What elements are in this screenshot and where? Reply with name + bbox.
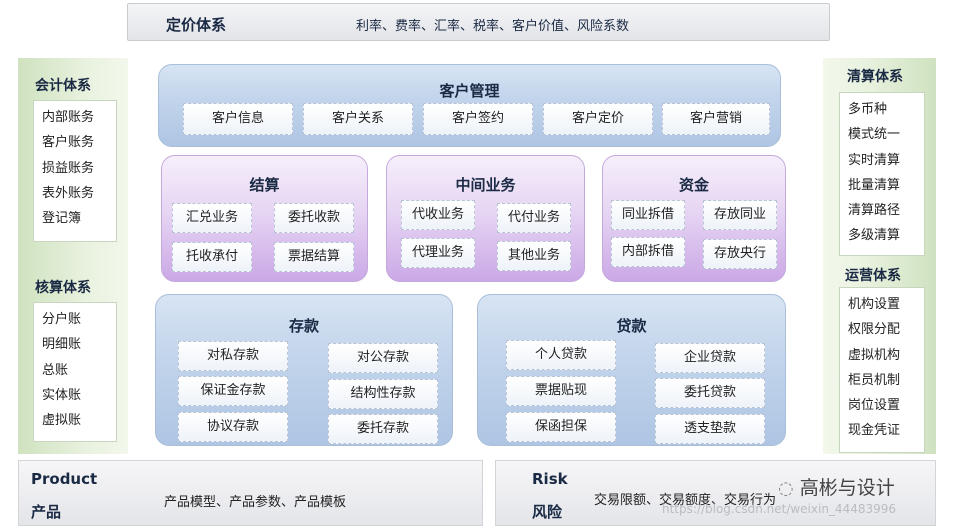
settlement-chip: 汇兑业务: [172, 203, 252, 233]
operations-item: 柜员机制: [848, 372, 901, 388]
loan-chip: 企业贷款: [655, 343, 765, 373]
intermediary-title: 中间业务: [455, 176, 516, 194]
pricing-band: 定价体系 利率、费率、汇率、税率、客户价值、风险系数: [127, 3, 830, 41]
deposit-chip: 协议存款: [178, 412, 288, 442]
accounting-list: 内部账务 客户账务 损益账务 表外账务 登记簿: [33, 100, 117, 242]
customer-chip: 客户定价: [543, 103, 653, 135]
intermediary-chip: 代付业务: [497, 203, 571, 233]
accounting-title: 会计体系: [35, 78, 91, 94]
settlement-chip: 委托收款: [274, 203, 354, 233]
funds-chip: 内部拆借: [611, 237, 685, 267]
operations-item: 岗位设置: [848, 398, 901, 414]
intermediary-chip: 其他业务: [497, 241, 571, 271]
funds-chip: 存放同业: [703, 200, 777, 230]
deposit-title: 存款: [288, 317, 319, 335]
customer-chip: 客户关系: [303, 103, 413, 135]
wechat-icon: ◌: [778, 478, 794, 499]
costing-title: 核算体系: [35, 280, 91, 296]
operations-item: 权限分配: [848, 322, 901, 338]
risk-title-cn: 风险: [532, 503, 563, 521]
funds-chip: 同业拆借: [611, 200, 685, 230]
accounting-item: 客户账务: [42, 135, 95, 151]
deposit-chip: 保证金存款: [178, 376, 288, 406]
left-panel: 会计体系 内部账务 客户账务 损益账务 表外账务 登记簿 核算体系 分户账 明细…: [18, 58, 128, 454]
clearing-item: 清算路径: [848, 203, 901, 219]
intermediary-chip: 代收业务: [401, 200, 475, 230]
loan-chip: 保函担保: [506, 412, 616, 442]
loan-chip: 票据贴现: [506, 376, 616, 406]
settlement-chip: 托收承付: [172, 242, 252, 272]
loan-chip: 委托贷款: [655, 378, 765, 408]
pricing-items: 利率、费率、汇率、税率、客户价值、风险系数: [356, 19, 630, 34]
customer-chip: 客户信息: [183, 103, 293, 135]
clearing-item: 模式统一: [848, 127, 901, 143]
deposit-box: 存款 对私存款 对公存款 保证金存款 结构性存款 协议存款 委托存款: [155, 294, 453, 446]
settlement-box: 结算 汇兑业务 委托收款 托收承付 票据结算: [161, 155, 368, 282]
funds-title: 资金: [678, 176, 709, 194]
accounting-item: 登记簿: [42, 211, 82, 227]
watermark-url: https://blog.csdn.net/weixin_44483996: [662, 502, 897, 516]
costing-item: 虚拟账: [42, 413, 82, 429]
costing-item: 实体账: [42, 387, 82, 403]
product-items: 产品模型、产品参数、产品模板: [164, 495, 347, 510]
operations-item: 机构设置: [848, 297, 901, 312]
deposit-chip: 结构性存款: [328, 379, 438, 409]
accounting-item: 损益账务: [42, 160, 95, 176]
loan-box: 贷款 个人贷款 企业贷款 票据贴现 委托贷款 保函担保 透支垫款: [477, 294, 786, 446]
costing-list: 分户账 明细账 总账 实体账 虚拟账: [33, 302, 117, 442]
right-panel: 清算体系 多币种 模式统一 实时清算 批量清算 清算路径 多级清算 运营体系 机…: [823, 58, 936, 454]
deposit-chip: 对私存款: [178, 341, 288, 371]
deposit-chip: 对公存款: [328, 343, 438, 373]
funds-box: 资金 同业拆借 存放同业 内部拆借 存放央行: [602, 155, 786, 282]
deposit-chip: 委托存款: [328, 414, 438, 444]
risk-band: Risk 风险 交易限额、交易额度、交易行为: [495, 460, 936, 526]
settlement-title: 结算: [249, 176, 280, 194]
intermediary-box: 中间业务 代收业务 代付业务 代理业务 其他业务: [386, 155, 585, 282]
settlement-chip: 票据结算: [274, 242, 354, 272]
loan-chip: 个人贷款: [506, 340, 616, 370]
product-band: Product 产品 产品模型、产品参数、产品模板: [18, 460, 483, 526]
clearing-title: 清算体系: [847, 69, 903, 85]
watermark-logo-text: 高彬与设计: [799, 477, 895, 499]
pricing-title: 定价体系: [166, 16, 227, 34]
loan-title: 贷款: [616, 317, 647, 335]
risk-items: 交易限额、交易额度、交易行为: [594, 493, 777, 508]
product-title-cn: 产品: [31, 503, 62, 521]
costing-item: 明细账: [42, 337, 82, 353]
operations-list: 机构设置 权限分配 虚拟机构 柜员机制 岗位设置 现金凭证: [839, 287, 925, 453]
operations-item: 现金凭证: [848, 423, 901, 439]
clearing-item: 多级清算: [848, 228, 901, 244]
loan-chip: 透支垫款: [655, 414, 765, 444]
customer-title: 客户管理: [439, 82, 500, 100]
clearing-item: 批量清算: [848, 177, 901, 193]
clearing-list: 多币种 模式统一 实时清算 批量清算 清算路径 多级清算: [839, 92, 925, 256]
operations-item: 虚拟机构: [848, 347, 901, 363]
funds-chip: 存放央行: [703, 239, 777, 269]
accounting-item: 表外账务: [42, 185, 95, 201]
watermark-logo: ◌ 高彬与设计: [778, 473, 895, 500]
costing-item: 总账: [42, 362, 69, 378]
risk-title-en: Risk: [532, 470, 568, 488]
clearing-item: 实时清算: [848, 152, 901, 168]
operations-title: 运营体系: [845, 268, 901, 284]
customer-management-box: 客户管理 客户信息 客户关系 客户签约 客户定价 客户营销: [158, 64, 781, 147]
clearing-item: 多币种: [848, 102, 888, 117]
accounting-item: 内部账务: [42, 110, 95, 125]
customer-chip: 客户营销: [662, 103, 770, 135]
costing-item: 分户账: [42, 312, 82, 327]
product-title-en: Product: [31, 470, 98, 488]
customer-chip: 客户签约: [423, 103, 533, 135]
intermediary-chip: 代理业务: [401, 238, 475, 268]
